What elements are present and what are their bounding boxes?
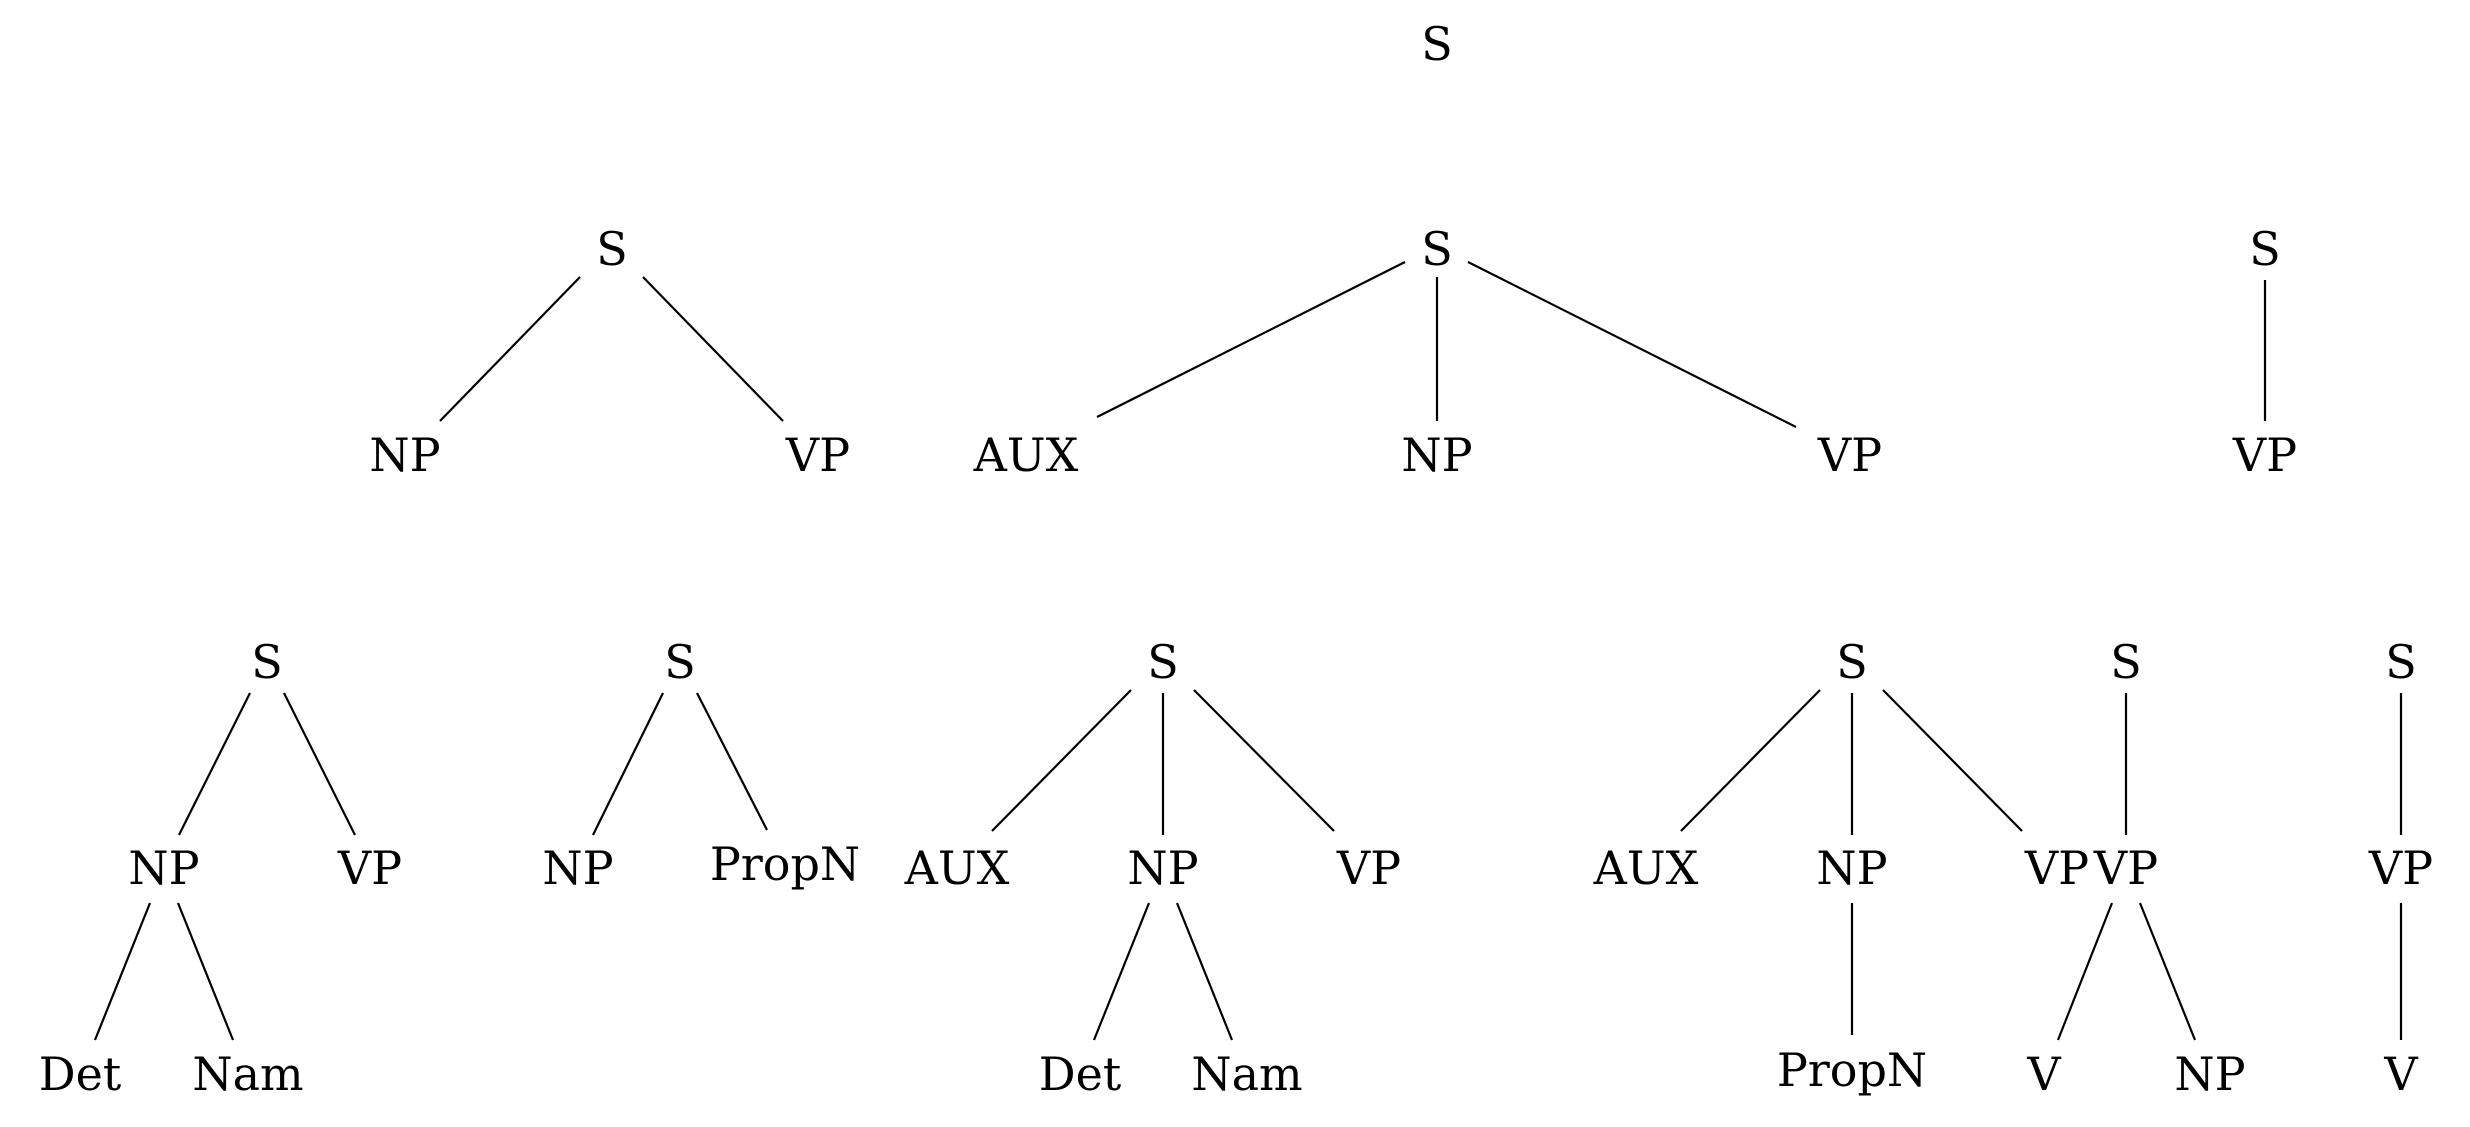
- tree2-node-aux: AUX: [973, 428, 1079, 482]
- tree6-node-aux: AUX: [904, 841, 1010, 895]
- tree6-edge-np-nam: [1175, 902, 1234, 1041]
- tree9-node-vp: VP: [2368, 841, 2433, 895]
- tree-s-np-vp: S NP VP: [369, 222, 850, 482]
- tree2-node-np: NP: [1401, 428, 1472, 482]
- tree2-node-s: S: [1421, 222, 1453, 276]
- tree8-node-np: NP: [2174, 1047, 2245, 1101]
- tree2-node-vp: VP: [1817, 428, 1882, 482]
- root-node-s: S: [1421, 17, 1453, 71]
- tree1-edge-s-vp: [642, 276, 784, 422]
- tree8-node-v: V: [2026, 1047, 2061, 1101]
- tree4-edge-np-det: [93, 902, 152, 1041]
- tree1-node-np: NP: [369, 428, 440, 482]
- tree2-edge-s-aux: [1096, 261, 1406, 418]
- tree6-node-det: Det: [1039, 1047, 1122, 1101]
- tree-s-vp-v-np: S VP V NP: [2026, 635, 2245, 1101]
- tree4-node-det: Det: [39, 1047, 122, 1101]
- tree1-node-s: S: [596, 222, 628, 276]
- tree6-node-nam: Nam: [1191, 1047, 1302, 1101]
- tree4-node-nam: Nam: [192, 1047, 303, 1101]
- tree-s-aux-np-propn-vp: S AUX NP VP PropN: [1593, 635, 2089, 1097]
- tree-s-vp-v: S VP V: [2368, 635, 2433, 1101]
- tree7-edge-s-vp: [1882, 689, 2023, 832]
- tree4-node-vp: VP: [337, 841, 402, 895]
- tree8-edge-vp-np: [2138, 902, 2197, 1041]
- tree6-edge-np-det: [1092, 902, 1151, 1041]
- tree8-edge-vp-v: [2056, 902, 2114, 1041]
- tree7-node-aux: AUX: [1593, 841, 1699, 895]
- tree4-node-np: NP: [128, 841, 199, 895]
- tree-s-vp: S VP: [2232, 222, 2297, 482]
- tree6-node-s: S: [1147, 635, 1179, 689]
- tree3-node-vp: VP: [2232, 428, 2297, 482]
- tree1-node-vp: VP: [785, 428, 850, 482]
- tree5-edge-s-np: [592, 692, 664, 836]
- tree7-node-vp: VP: [2024, 841, 2089, 895]
- tree4-edge-s-np: [178, 692, 251, 836]
- tree8-node-s: S: [2110, 635, 2142, 689]
- tree7-node-propn: PropN: [1777, 1043, 1927, 1097]
- tree6-node-np: NP: [1127, 841, 1198, 895]
- tree5-edge-s-propn: [696, 692, 768, 831]
- tree7-edge-s-aux: [1680, 689, 1821, 832]
- tree8-node-vp: VP: [2093, 841, 2158, 895]
- tree-s-aux-np-det-nam-vp: S AUX NP VP Det Nam: [904, 635, 1401, 1101]
- tree2-edge-s-vp: [1467, 261, 1797, 428]
- tree5-node-np: NP: [542, 841, 613, 895]
- tree6-edge-s-aux: [991, 689, 1132, 832]
- tree4-edge-np-nam: [176, 902, 235, 1041]
- tree5-node-s: S: [664, 635, 696, 689]
- tree1-edge-s-np: [439, 276, 581, 422]
- tree-s-aux-np-vp: S AUX NP VP: [973, 222, 1882, 482]
- tree6-edge-s-vp: [1193, 689, 1335, 832]
- tree5-node-propn: PropN: [710, 837, 860, 891]
- tree9-node-v: V: [2383, 1047, 2418, 1101]
- tree9-node-s: S: [2385, 635, 2417, 689]
- tree7-node-np: NP: [1816, 841, 1887, 895]
- tree-s-np-propn: S NP PropN: [542, 635, 860, 895]
- tree3-node-s: S: [2249, 222, 2281, 276]
- tree7-node-s: S: [1836, 635, 1868, 689]
- tree-s-np-det-nam-vp: S NP VP Det Nam: [39, 635, 402, 1101]
- tree4-node-s: S: [251, 635, 283, 689]
- tree6-node-vp: VP: [1336, 841, 1401, 895]
- tree4-edge-s-vp: [283, 692, 356, 836]
